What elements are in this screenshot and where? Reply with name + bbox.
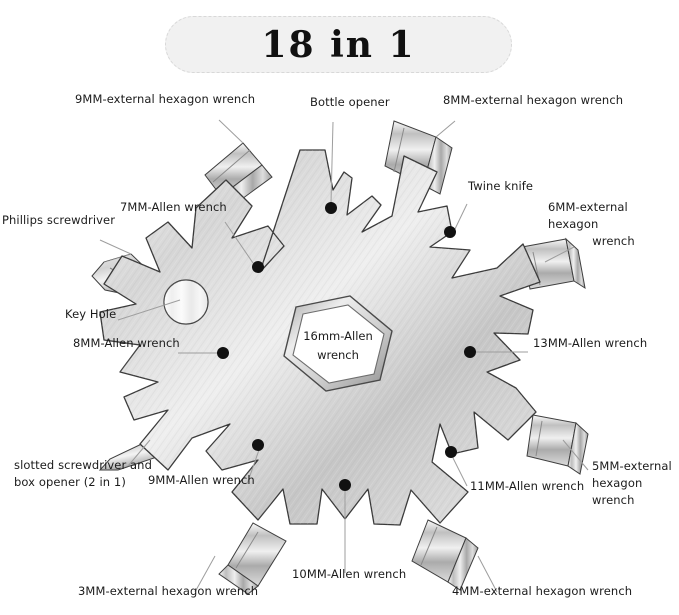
callout-label-line1: 10MM-Allen wrench (292, 567, 407, 581)
callout-label-line1: 7MM-Allen wrench (120, 200, 227, 214)
page-title: 18 in 1 (261, 23, 416, 66)
callout-label-key-hole: Key Hole (65, 306, 116, 323)
leader-line-key-hole (117, 299, 181, 321)
center-socket-label-line2: wrench (317, 348, 359, 362)
title-badge: 18 in 1 (165, 16, 512, 73)
callout-dot-13mm-allen-wrench (464, 346, 476, 358)
snowflake-body (99, 149, 541, 526)
callout-label-line1: Bottle opener (310, 95, 390, 109)
callout-dot-7mm-allen-wrench (252, 261, 264, 273)
callout-dot-10mm-allen-wrench (339, 479, 351, 491)
key-hole (163, 279, 209, 325)
socket-4mm (411, 519, 479, 591)
callout-label-bottle-opener: Bottle opener (310, 94, 390, 111)
leader-line-twine-knife (454, 203, 468, 230)
callout-label-slotted-screwdriver-and-box-opener: slotted screwdriver and box opener (2 in … (14, 457, 152, 491)
leader-lines-group (99, 119, 589, 593)
callout-label-phillips-screwdriver: Phillips screwdriver (2, 212, 115, 229)
callout-label-line2: box opener (2 in 1) (14, 475, 126, 489)
callout-label-line1: 4MM-external hexagon wrench (452, 584, 633, 598)
leader-line-6mm-external-hexagon-wrench (544, 246, 575, 263)
callout-label-twine-knife: Twine knife (468, 178, 533, 195)
center-socket-label: 16mm-Allen wrench (283, 327, 393, 365)
callout-dot-bottle-opener (325, 202, 337, 214)
center-socket-label-line1: 16mm-Allen (303, 329, 373, 343)
callout-label-line1: 11MM-Allen wrench (470, 479, 585, 493)
callout-label-11mm-allen-wrench: 11MM-Allen wrench (470, 478, 584, 495)
callout-label-10mm-allen-wrench: 10MM-Allen wrench (292, 566, 406, 583)
callout-label-8mm-external-hexagon-wrench: 8MM-external hexagon wrench (443, 92, 623, 109)
callout-label-line1: 9MM-external hexagon wrench (75, 92, 256, 106)
leader-line-5mm-external-hexagon-wrench (562, 439, 589, 471)
callout-label-7mm-allen-wrench: 7MM-Allen wrench (120, 199, 227, 216)
leader-line-7mm-allen-wrench (224, 221, 254, 264)
callout-label-4mm-external-hexagon-wrench: 4MM-external hexagon wrench (452, 583, 632, 600)
callout-label-line2: wrench (592, 234, 635, 248)
callout-label-line1: 13MM-Allen wrench (533, 336, 648, 350)
leader-line-8mm-external-hexagon-wrench (435, 120, 456, 138)
callout-label-line1: Twine knife (468, 179, 534, 193)
callout-label-3mm-external-hexagon-wrench: 3MM-external hexagon wrench (78, 583, 258, 600)
callout-label-6mm-external-hexagon-wrench: 6MM-external hexagon wrench (548, 199, 679, 250)
callout-label-13mm-allen-wrench: 13MM-Allen wrench (533, 335, 647, 352)
callout-label-line1: 6MM-external hexagon (548, 200, 628, 231)
callout-dot-11mm-allen-wrench (445, 446, 457, 458)
center-hexagon-socket (283, 295, 393, 392)
socket-5mm (526, 414, 589, 475)
callout-dots-group (217, 202, 476, 491)
leader-line-3mm-external-hexagon-wrench (194, 555, 216, 593)
leader-line-9mm-allen-wrench (246, 449, 260, 485)
callout-label-line1: Phillips screwdriver (2, 213, 116, 227)
leader-line-slotted-screwdriver-and-box-opener (127, 439, 151, 467)
leader-line-bottle-opener (330, 121, 334, 204)
leader-line-11mm-allen-wrench (452, 457, 468, 487)
callout-dot-twine-knife (444, 226, 456, 238)
socket-3mm (218, 522, 287, 595)
leader-line-phillips-screwdriver (99, 239, 132, 255)
callout-label-9mm-external-hexagon-wrench: 9MM-external hexagon wrench (75, 91, 255, 108)
callout-label-line1: 3MM-external hexagon wrench (78, 584, 259, 598)
callout-label-line1: 9MM-Allen wrench (148, 473, 255, 487)
callout-label-9mm-allen-wrench: 9MM-Allen wrench (148, 472, 255, 489)
callout-label-line1: Key Hole (65, 307, 117, 321)
leader-line-9mm-external-hexagon-wrench (218, 119, 244, 144)
callout-label-8mm-allen-wrench: 8MM-Allen wrench (73, 335, 180, 352)
callout-label-line1: slotted screwdriver and (14, 458, 152, 472)
callout-label-line2: hexagon wrench (592, 476, 643, 507)
callout-label-line1: 5MM-external (592, 459, 672, 473)
callout-label-line1: 8MM-external hexagon wrench (443, 93, 624, 107)
leader-line-4mm-external-hexagon-wrench (477, 555, 498, 593)
callout-dot-9mm-allen-wrench (252, 439, 264, 451)
callout-label-line1: 8MM-Allen wrench (73, 336, 180, 350)
callout-label-5mm-external-hexagon-wrench: 5MM-external hexagon wrench (592, 458, 679, 509)
callout-dot-8mm-allen-wrench (217, 347, 229, 359)
